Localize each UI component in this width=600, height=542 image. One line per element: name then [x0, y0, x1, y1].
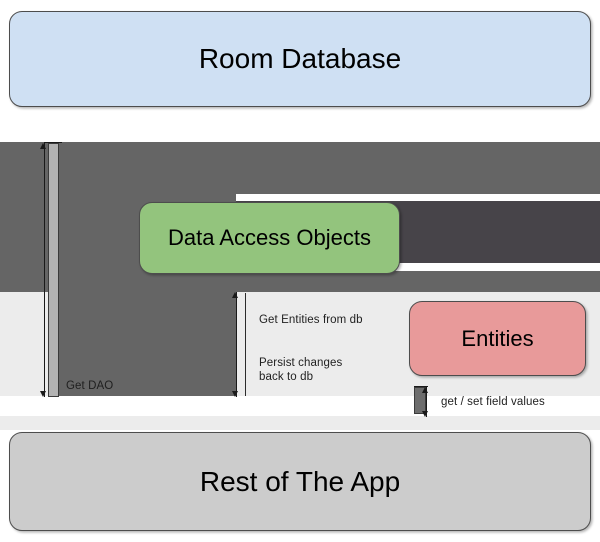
node-entities-label: Entities — [461, 325, 534, 351]
lifeline-get-set — [426, 387, 427, 417]
arrowhead-get-set-up — [422, 387, 429, 393]
activation-bar-room-database — [48, 143, 59, 397]
node-rest-of-the-app[interactable]: Rest of The App — [9, 432, 591, 531]
edge-label-get-set-field-values: get / set field values — [441, 396, 545, 408]
background-band-light-2 — [0, 416, 600, 430]
background-band-white-3 — [0, 396, 600, 416]
node-room-database[interactable]: Room Database — [9, 11, 591, 107]
edge-label-get-dao: Get DAO — [66, 380, 114, 392]
background-column-gray-edge — [0, 142, 48, 292]
arrowhead-get-set-down — [422, 411, 429, 417]
node-room-database-label: Room Database — [198, 43, 402, 74]
node-data-access-objects-label: Data Access Objects — [168, 225, 371, 250]
node-rest-of-the-app-label: Rest of The App — [199, 465, 401, 497]
arrowhead-get-dao-up — [40, 143, 47, 149]
tick-get-dao-top — [44, 142, 62, 143]
edge-label-persist-changes: Persist changes back to db — [259, 357, 343, 383]
arrowhead-dao-up — [232, 292, 239, 298]
background-band-white-1 — [0, 194, 600, 201]
edge-label-get-entities: Get Entities from db — [259, 314, 363, 326]
lifeline-dao-secondary — [245, 293, 246, 396]
arrowhead-dao-down — [232, 391, 239, 397]
arrowhead-get-dao-down — [40, 391, 47, 397]
lifeline-dao-entities — [236, 292, 237, 397]
lifeline-get-dao — [44, 143, 45, 397]
tick-get-set-top — [414, 386, 428, 387]
activation-bar-entities — [414, 387, 426, 414]
node-data-access-objects[interactable]: Data Access Objects — [139, 202, 400, 274]
node-entities[interactable]: Entities — [409, 301, 586, 376]
